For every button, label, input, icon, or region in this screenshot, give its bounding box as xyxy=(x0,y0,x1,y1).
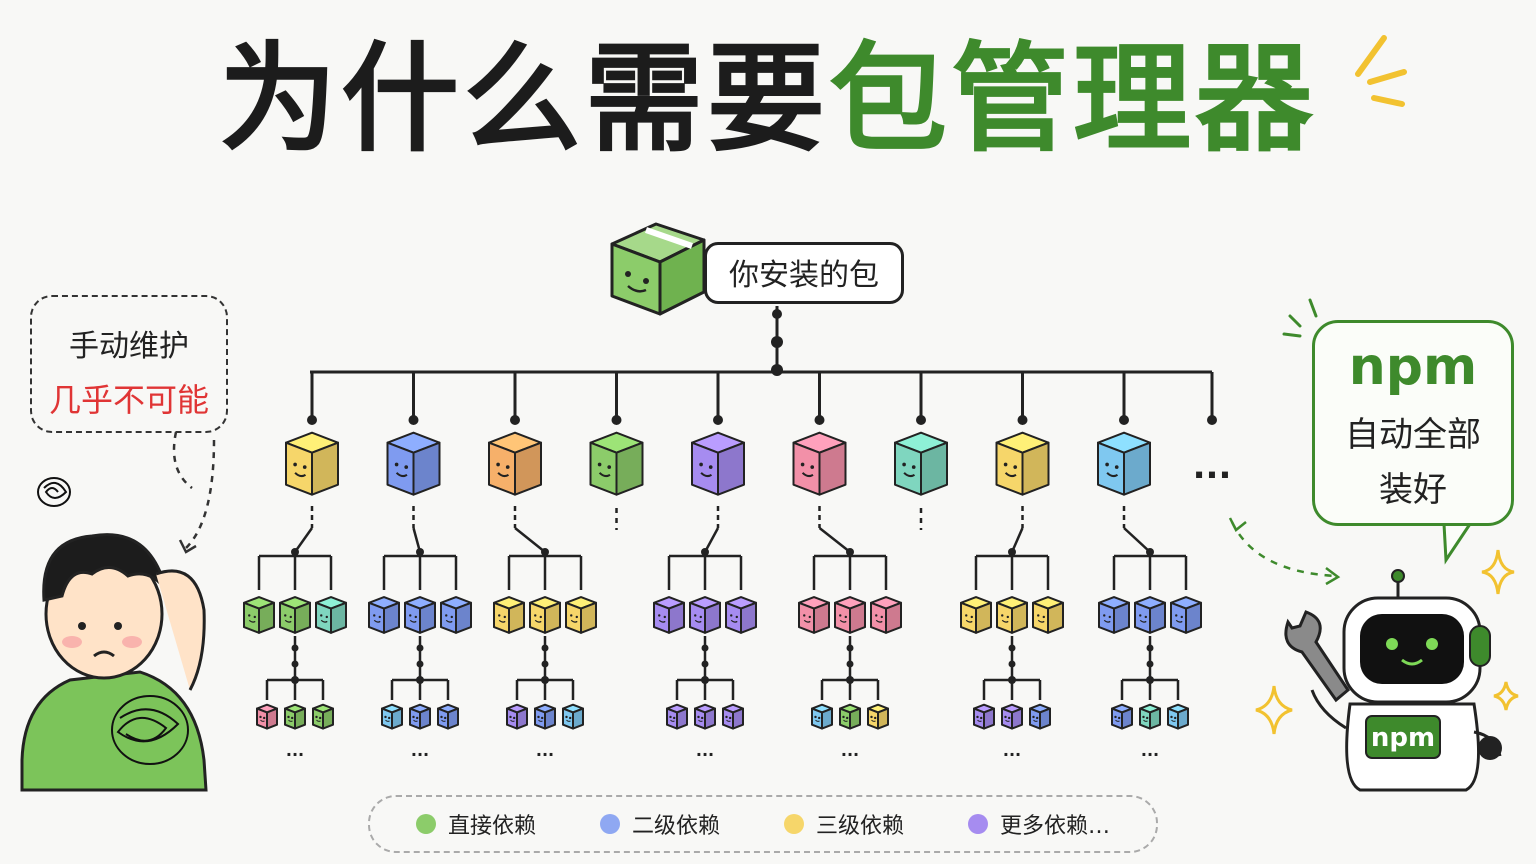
legend-item-level2: 二级依赖 xyxy=(599,808,720,840)
legend-label: 二级依赖 xyxy=(631,814,720,839)
sub-more-marker: ... xyxy=(286,741,304,760)
level3-dependency-package-icon xyxy=(1001,703,1023,730)
legend-label: 更多依赖… xyxy=(999,814,1110,839)
arrow-to-person-icon xyxy=(185,439,216,549)
level2-dependency-package-icon xyxy=(279,596,311,634)
level2-dependency-package-icon xyxy=(834,596,866,634)
level3-dependency-package-icon xyxy=(506,703,528,730)
level3-dependency-package-icon xyxy=(973,703,995,730)
legend-dot xyxy=(783,814,804,834)
bubble-tail-right xyxy=(1442,523,1472,565)
level3-dependency-package-icon xyxy=(1029,703,1051,730)
level2-dependency-package-icon xyxy=(725,596,757,634)
level2-dependency-package-icon xyxy=(798,596,830,634)
level2-dependency-package-icon xyxy=(1032,596,1064,634)
level3-dependency-package-icon xyxy=(562,703,584,730)
direct-dependency-package-icon xyxy=(792,431,847,496)
bubble-text-line-1: 手动维护 xyxy=(69,329,189,364)
legend-dot xyxy=(967,814,988,834)
direct-dependency-package-icon xyxy=(1097,431,1151,496)
level2-dependency-package-icon xyxy=(529,596,561,634)
level3-dependency-package-icon xyxy=(666,703,688,730)
level2-dependency-package-icon xyxy=(565,596,597,634)
more-packages-marker: ... xyxy=(1193,447,1232,487)
title-part-1: 为什么需要 xyxy=(218,30,829,168)
direct-dependency-package-icon xyxy=(589,431,644,496)
sub-more-marker: ... xyxy=(696,741,714,760)
level2-dependency-package-icon xyxy=(493,596,525,634)
level3-dependency-package-icon xyxy=(839,703,861,730)
legend-label: 直接依赖 xyxy=(447,814,536,839)
level3-dependency-package-icon xyxy=(437,703,459,730)
bubble-tail-left xyxy=(172,431,193,489)
level2-dependency-package-icon xyxy=(1170,596,1202,634)
page-title: 为什么需要包管理器 xyxy=(0,40,1536,158)
legend-item-more: 更多依赖… xyxy=(967,808,1110,840)
sub-more-marker: ... xyxy=(1003,741,1021,760)
level2-dependency-package-icon xyxy=(689,596,721,634)
arrow-to-robot-icon xyxy=(1230,521,1337,578)
level3-dependency-package-icon xyxy=(867,703,889,730)
level3-dependency-package-icon xyxy=(694,703,716,730)
level3-dependency-package-icon xyxy=(534,703,556,730)
legend-item-level3: 三级依赖 xyxy=(783,808,904,840)
level3-dependency-package-icon xyxy=(312,703,334,730)
npm-bubble: npm 自动全部 装好 xyxy=(1312,320,1514,526)
title-part-2: 包管理器 xyxy=(829,30,1318,168)
robot-badge-text: npm xyxy=(1371,723,1435,753)
level3-dependency-package-icon xyxy=(1111,703,1133,730)
manual-maintenance-bubble: 手动维护 几乎不可能 xyxy=(30,295,228,433)
sparkle-icon xyxy=(1493,681,1519,711)
direct-dependency-package-icon xyxy=(995,431,1050,496)
sub-more-marker: ... xyxy=(1141,741,1159,760)
level2-dependency-package-icon xyxy=(996,596,1028,634)
level2-dependency-package-icon xyxy=(440,596,472,634)
direct-dependency-package-icon xyxy=(386,431,441,496)
level3-dependency-package-icon xyxy=(256,703,278,730)
sparkle-icon xyxy=(1355,35,1407,107)
direct-dependency-package-icon xyxy=(894,431,948,496)
level3-dependency-package-icon xyxy=(381,703,403,730)
bubble-text-line-2: 几乎不可能 xyxy=(48,381,209,419)
npm-bubble-line-2: 装好 xyxy=(1379,470,1447,510)
sub-more-marker: ... xyxy=(536,741,554,760)
legend-label: 三级依赖 xyxy=(815,814,904,839)
root-package-label: 你安装的包 xyxy=(704,242,904,304)
legend: 直接依赖 二级依赖 三级依赖 更多依赖… xyxy=(368,795,1158,853)
npm-brand: npm xyxy=(1348,337,1478,397)
level3-dependency-package-icon xyxy=(811,703,833,730)
legend-dot xyxy=(599,814,620,834)
level2-dependency-package-icon xyxy=(870,596,902,634)
level3-dependency-package-icon xyxy=(284,703,306,730)
level2-dependency-package-icon xyxy=(368,596,400,634)
level3-dependency-package-icon xyxy=(409,703,431,730)
level3-dependency-package-icon xyxy=(1139,703,1161,730)
level3-dependency-package-icon xyxy=(722,703,744,730)
direct-dependency-package-icon xyxy=(285,431,339,496)
legend-item-direct: 直接依赖 xyxy=(415,808,536,840)
level3-dependency-package-icon xyxy=(1167,703,1189,730)
stressed-person-illustration xyxy=(20,477,208,792)
npm-bubble-line-1: 自动全部 xyxy=(1345,415,1481,455)
level2-dependency-package-icon xyxy=(1098,596,1130,634)
level2-dependency-package-icon xyxy=(404,596,436,634)
level2-dependency-package-icon xyxy=(243,596,275,634)
root-package-icon xyxy=(610,222,706,316)
level2-dependency-package-icon xyxy=(1134,596,1166,634)
sparkle-icon xyxy=(1481,549,1515,595)
level2-dependency-package-icon xyxy=(653,596,685,634)
level2-dependency-package-icon xyxy=(960,596,992,634)
legend-dot xyxy=(415,814,436,834)
sub-more-marker: ... xyxy=(411,741,429,760)
npm-robot-illustration xyxy=(1284,569,1502,792)
direct-dependency-package-icon xyxy=(691,431,745,496)
sparkle-icon xyxy=(1255,685,1293,735)
direct-dependency-package-icon xyxy=(488,431,542,496)
sub-more-marker: ... xyxy=(841,741,859,760)
level2-dependency-package-icon xyxy=(315,596,347,634)
